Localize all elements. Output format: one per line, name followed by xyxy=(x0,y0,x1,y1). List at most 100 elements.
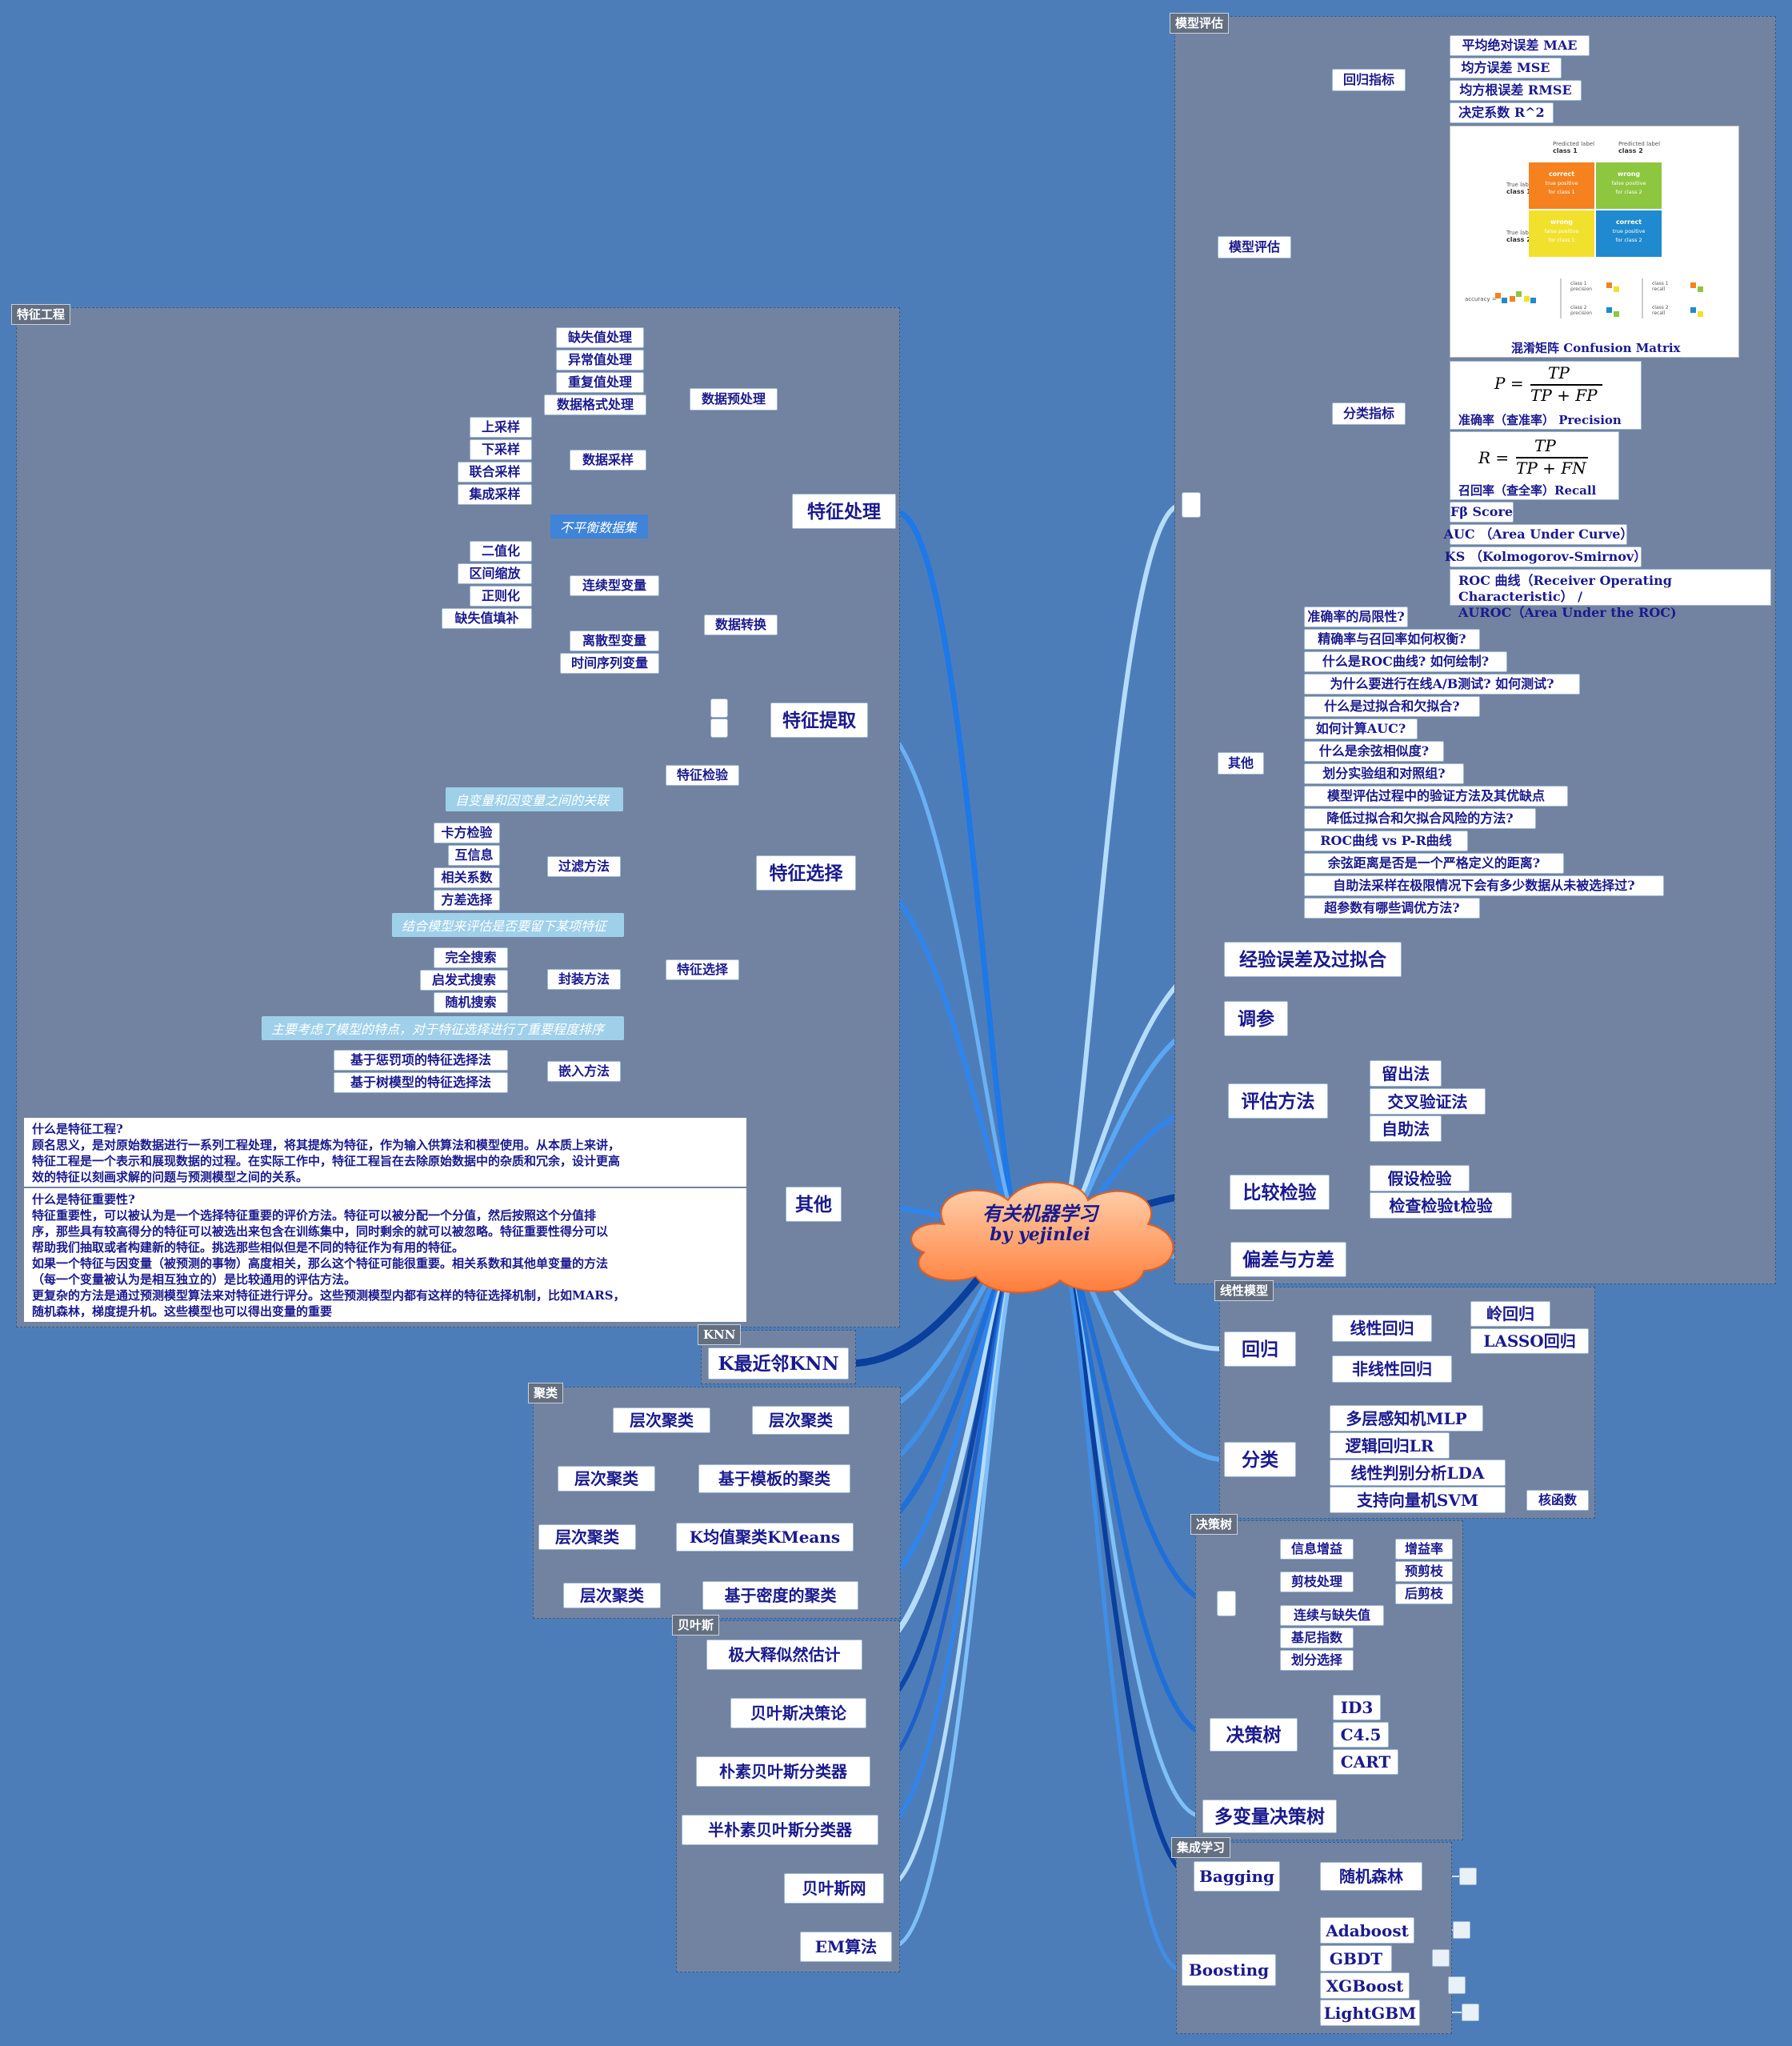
question-item[interactable]: 什么是过拟合和欠拟合? xyxy=(1304,696,1480,717)
kernel-node[interactable]: 核函数 xyxy=(1526,1490,1589,1511)
empty-subtopic[interactable] xyxy=(1459,1868,1477,1885)
bayes-node[interactable]: 朴素贝叶斯分类器 xyxy=(696,1756,870,1787)
sampling-item[interactable]: 联合采样 xyxy=(458,462,532,482)
filter-item[interactable]: 方差选择 xyxy=(434,890,500,911)
bayes-node[interactable]: 极大释似然估计 xyxy=(706,1640,862,1670)
random-forest-node[interactable]: 随机森林 xyxy=(1320,1862,1422,1891)
regression-metric[interactable]: 均方根误差 RMSE xyxy=(1450,80,1582,101)
boost-item[interactable]: XGBoost xyxy=(1320,1972,1410,1999)
cluster-node[interactable]: K均值聚类KMeans xyxy=(676,1523,854,1552)
cluster-sub-node[interactable]: 层次聚类 xyxy=(613,1407,710,1433)
model-eval-node[interactable]: 模型评估 xyxy=(1218,236,1291,258)
embed-item[interactable]: 基于惩罚项的特征选择法 xyxy=(334,1050,508,1071)
question-item[interactable]: 准确率的局限性? xyxy=(1304,607,1408,627)
regression-metric[interactable]: 平均绝对误差 MAE xyxy=(1450,35,1590,56)
filter-item[interactable]: 卡方检验 xyxy=(434,823,500,843)
continuous-var-node[interactable]: 连续型变量 xyxy=(570,575,659,596)
classifier-item[interactable]: 支持向量机SVM xyxy=(1330,1487,1506,1513)
regression-metrics-node[interactable]: 回归指标 xyxy=(1332,69,1406,91)
preprocess-item[interactable]: 重复值处理 xyxy=(556,372,644,393)
data-sampling-node[interactable]: 数据采样 xyxy=(570,450,646,470)
tree-algo[interactable]: C4.5 xyxy=(1333,1722,1389,1748)
boost-item[interactable]: LightGBM xyxy=(1320,2000,1420,2026)
me-other-node[interactable]: 其他 xyxy=(1218,752,1264,775)
prune-node[interactable]: 剪枝处理 xyxy=(1280,1572,1354,1592)
bayes-node[interactable]: 半朴素贝叶斯分类器 xyxy=(682,1815,878,1845)
embed-method-node[interactable]: 嵌入方法 xyxy=(547,1061,621,1082)
filter-item[interactable]: 互信息 xyxy=(448,845,500,866)
question-item[interactable]: 划分实验组和对照组? xyxy=(1304,763,1464,784)
cluster-sub-node[interactable]: 层次聚类 xyxy=(563,1583,661,1608)
empty-subtopic[interactable] xyxy=(1453,1921,1470,1939)
empty-subtopic[interactable] xyxy=(1448,1976,1466,1994)
question-item[interactable]: 如何计算AUC? xyxy=(1304,719,1418,739)
multivariate-tree-node[interactable]: 多变量决策树 xyxy=(1202,1800,1337,1833)
eval-method-item[interactable]: 自助法 xyxy=(1370,1115,1442,1142)
wrapper-item[interactable]: 完全搜索 xyxy=(434,947,508,968)
feature-select-sub-node[interactable]: 特征选择 xyxy=(666,959,739,980)
question-item[interactable]: 为什么要进行在线A/B测试? 如何测试? xyxy=(1304,674,1580,695)
empty-topic[interactable] xyxy=(1217,1591,1236,1616)
classifier-item[interactable]: 逻辑回归LR xyxy=(1330,1432,1450,1459)
preprocess-item[interactable]: 异常值处理 xyxy=(556,350,644,370)
classification-metrics-node[interactable]: 分类指标 xyxy=(1332,402,1406,425)
tree-other-item[interactable]: 划分选择 xyxy=(1280,1650,1354,1671)
filter-method-node[interactable]: 过滤方法 xyxy=(547,856,621,877)
ridge-node[interactable]: 岭回归 xyxy=(1470,1301,1550,1327)
feature-check-node[interactable]: 特征检验 xyxy=(666,765,739,786)
bias-variance-node[interactable]: 偏差与方差 xyxy=(1230,1242,1346,1277)
filter-item[interactable]: 相关系数 xyxy=(434,867,500,888)
bayes-node[interactable]: 贝叶斯决策论 xyxy=(730,1698,866,1728)
nonlinear-regression-node[interactable]: 非线性回归 xyxy=(1332,1355,1452,1383)
cluster-node[interactable]: 层次聚类 xyxy=(752,1406,850,1435)
tree-other-item[interactable]: 连续与缺失值 xyxy=(1280,1605,1384,1626)
compare-item[interactable]: 假设检验 xyxy=(1370,1165,1470,1191)
timeseries-var-node[interactable]: 时间序列变量 xyxy=(560,653,659,674)
data-transform-node[interactable]: 数据转换 xyxy=(704,615,778,635)
classification-metric[interactable]: Fβ Score xyxy=(1450,502,1514,523)
bagging-node[interactable]: Bagging xyxy=(1194,1861,1280,1892)
question-item[interactable]: 精确率与召回率如何权衡? xyxy=(1304,629,1480,650)
classifier-item[interactable]: 线性判别分析LDA xyxy=(1330,1459,1506,1486)
classification-metric[interactable]: AUC （Area Under Curve） xyxy=(1444,524,1633,545)
lin-classification-node[interactable]: 分类 xyxy=(1224,1442,1296,1477)
bayes-node[interactable]: EM算法 xyxy=(800,1932,892,1962)
question-item[interactable]: 什么是ROC曲线? 如何绘制? xyxy=(1304,651,1507,672)
feature-selection-node[interactable]: 特征选择 xyxy=(756,855,856,891)
bayes-node[interactable]: 贝叶斯网 xyxy=(784,1873,884,1904)
compare-test-node[interactable]: 比较检验 xyxy=(1230,1175,1330,1210)
data-preprocess-node[interactable]: 数据预处理 xyxy=(690,388,778,410)
sampling-item[interactable]: 下采样 xyxy=(470,439,532,460)
prune-item[interactable]: 后剪枝 xyxy=(1395,1584,1453,1604)
classification-metric[interactable]: KS （Kolmogorov-Smirnov） xyxy=(1445,547,1646,567)
empty-subtopic[interactable] xyxy=(1462,2004,1479,2021)
empty-topic[interactable] xyxy=(1182,492,1201,518)
precision-formula[interactable]: P = TP TP + FP 准确率（查准率） Precision xyxy=(1450,361,1642,430)
question-item[interactable]: 超参数有哪些调优方法? xyxy=(1304,898,1480,919)
boosting-node[interactable]: Boosting xyxy=(1182,1954,1276,1986)
tree-algo[interactable]: ID3 xyxy=(1333,1695,1381,1720)
continuous-item[interactable]: 正则化 xyxy=(470,586,532,607)
empty-topic[interactable] xyxy=(710,699,728,718)
cluster-node[interactable]: 基于密度的聚类 xyxy=(702,1581,858,1610)
decision-tree-node[interactable]: 决策树 xyxy=(1210,1718,1298,1752)
tuning-node[interactable]: 调参 xyxy=(1224,1001,1288,1036)
sampling-item[interactable]: 上采样 xyxy=(470,417,532,438)
regression-metric[interactable]: 均方误差 MSE xyxy=(1450,58,1562,78)
roc-metric[interactable]: ROC 曲线（Receiver Operating Characteristic… xyxy=(1450,569,1771,620)
question-item[interactable]: 什么是余弦相似度? xyxy=(1304,741,1444,762)
question-item[interactable]: 降低过拟合和欠拟合风险的方法? xyxy=(1304,808,1536,829)
tree-algo[interactable]: CART xyxy=(1333,1749,1398,1775)
eval-method-item[interactable]: 交叉验证法 xyxy=(1370,1088,1486,1115)
boost-item[interactable]: GBDT xyxy=(1320,1945,1392,1972)
continuous-item[interactable]: 缺失值填补 xyxy=(442,608,532,629)
preprocess-item[interactable]: 数据格式处理 xyxy=(544,394,646,415)
knn-node[interactable]: K最近邻KNN xyxy=(708,1347,849,1379)
regression-metric[interactable]: 决定系数 R^2 xyxy=(1450,102,1554,123)
empirical-error-node[interactable]: 经验误差及过拟合 xyxy=(1224,942,1402,977)
boost-item[interactable]: Adaboost xyxy=(1320,1917,1414,1944)
cluster-sub-node[interactable]: 层次聚类 xyxy=(538,1524,636,1550)
question-item[interactable]: 余弦距离是否是一个严格定义的距离? xyxy=(1304,853,1564,874)
wrapper-item[interactable]: 启发式搜索 xyxy=(420,970,508,991)
compare-item[interactable]: 检查检验t检验 xyxy=(1370,1192,1512,1219)
